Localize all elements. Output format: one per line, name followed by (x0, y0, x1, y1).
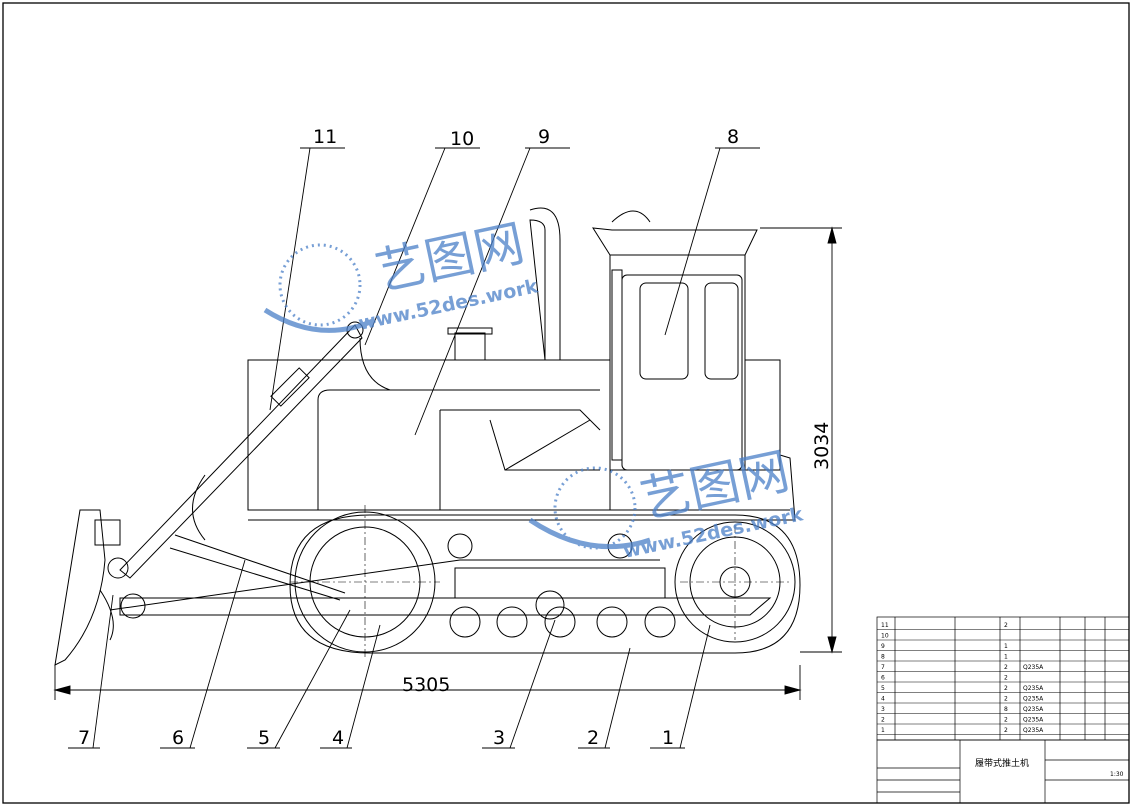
parts-row-number: 7 (881, 664, 885, 671)
parts-row-qty: 2 (1004, 696, 1008, 703)
parts-row-qty: 8 (1004, 706, 1008, 713)
parts-row-number: 1 (881, 727, 885, 734)
parts-row-qty: 2 (1004, 727, 1008, 734)
parts-row-material: Q235A (1023, 696, 1044, 703)
parts-row-qty: 2 (1004, 675, 1008, 682)
parts-row-material: Q235A (1023, 717, 1044, 724)
parts-row-number: 4 (881, 696, 885, 703)
watermark-bottom: 艺图网 www.52des.work (528, 442, 805, 563)
parts-row-qty: 1 (1004, 643, 1008, 650)
callout-4: 4 (332, 727, 344, 749)
callout-3: 3 (493, 727, 505, 749)
callout-8: 8 (727, 126, 739, 148)
parts-row-material: Q235A (1023, 664, 1044, 671)
parts-row-number: 3 (881, 706, 885, 713)
length-dimension: 5305 (402, 674, 450, 696)
parts-row-qty: 1 (1004, 654, 1008, 661)
bulldozer-outline (54, 207, 801, 666)
callout-11: 11 (313, 126, 337, 148)
parts-row-number: 10 (881, 633, 889, 640)
callout-5: 5 (258, 727, 270, 749)
parts-row-number: 11 (881, 622, 889, 629)
title-block (876, 739, 1130, 804)
parts-row-number: 2 (881, 717, 885, 724)
parts-row-number: 6 (881, 675, 885, 682)
callout-1: 1 (662, 727, 674, 749)
parts-row-number: 5 (881, 685, 885, 692)
parts-row-qty: 2 (1004, 622, 1008, 629)
parts-row-number: 8 (881, 654, 885, 661)
dimension-lines (53, 226, 842, 700)
callout-leaders (68, 147, 760, 749)
watermark-top: 艺图网 www.52des.work (263, 214, 540, 335)
parts-row-material: Q235A (1023, 685, 1044, 692)
parts-row-qty: 2 (1004, 664, 1008, 671)
callout-6: 6 (172, 727, 184, 749)
callout-7: 7 (78, 727, 90, 749)
callout-labels: 11 10 9 8 7 6 5 4 3 2 1 (78, 126, 739, 749)
parts-row-qty: 2 (1004, 685, 1008, 692)
parts-row-number: 9 (881, 643, 885, 650)
drawing-title: 履带式推土机 (975, 757, 1029, 769)
parts-row-qty: 2 (1004, 717, 1008, 724)
parts-row-material: Q235A (1023, 727, 1044, 734)
callout-9: 9 (538, 126, 550, 148)
drawing-scale: 1:30 (1110, 771, 1124, 778)
height-dimension: 3034 (811, 422, 833, 470)
parts-list (876, 616, 1130, 741)
center-lines (290, 505, 790, 660)
callout-10: 10 (450, 128, 474, 150)
parts-row-material: Q235A (1023, 706, 1044, 713)
callout-2: 2 (587, 727, 599, 749)
